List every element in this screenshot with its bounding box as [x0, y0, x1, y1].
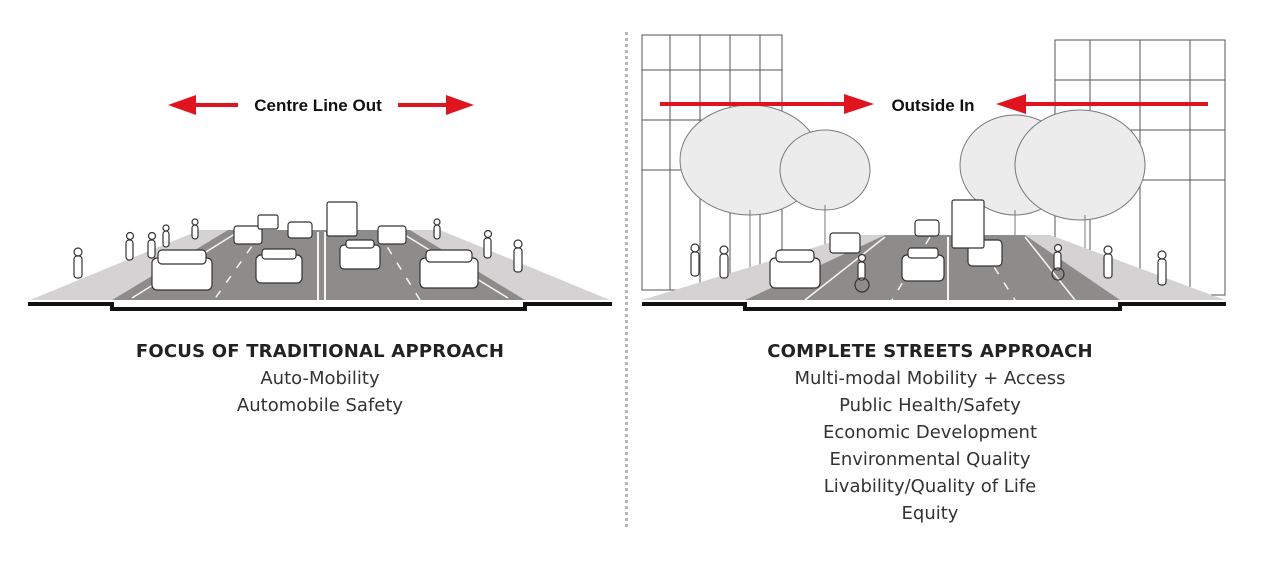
traditional-approach-caption: FOCUS OF TRADITIONAL APPROACH Auto-Mobil… [100, 341, 540, 419]
traditional-approach-panel: Centre Line Out [0, 0, 630, 568]
traditional-approach-heading: FOCUS OF TRADITIONAL APPROACH [135, 341, 505, 362]
traditional-street-illustration: Centre Line Out [28, 95, 612, 311]
traditional-item: Automobile Safety [236, 395, 404, 416]
arrow-label-centre-line-out: Centre Line Out [254, 96, 382, 115]
pedestrians [690, 243, 1167, 293]
left-sidewalk [30, 230, 228, 300]
complete-streets-caption: COMPLETE STREETS APPROACH Multi-modal Mo… [700, 341, 1160, 527]
complete-streets-item: Multi-modal Mobility + Access [794, 368, 1066, 389]
pedestrians [73, 218, 523, 279]
complete-streets-panel: Outside In [630, 0, 1280, 568]
panel-divider [625, 32, 628, 527]
curb-profile [642, 302, 1226, 311]
traditional-item: Auto-Mobility [260, 368, 380, 389]
left-sidewalk [642, 235, 885, 300]
right-sidewalk [1025, 235, 1225, 300]
complete-streets-item: Livability/Quality of Life [823, 476, 1037, 497]
complete-streets-item: Environmental Quality [829, 449, 1031, 470]
complete-streets-item: Economic Development [822, 422, 1038, 443]
traffic-vehicles [151, 201, 479, 291]
arrow-label-outside-in: Outside In [891, 96, 974, 115]
street-trees [679, 104, 1146, 285]
traffic-vehicles [769, 199, 1003, 289]
curb-profile [28, 302, 612, 311]
complete-streets-item: Public Health/Safety [839, 395, 1021, 416]
outside-in-arrow [660, 94, 1208, 114]
complete-street-illustration: Outside In [641, 34, 1226, 311]
right-sidewalk [410, 230, 610, 300]
complete-streets-heading: COMPLETE STREETS APPROACH [767, 341, 1093, 362]
centre-line-out-arrow [168, 95, 474, 115]
complete-streets-item: Equity [901, 503, 959, 524]
